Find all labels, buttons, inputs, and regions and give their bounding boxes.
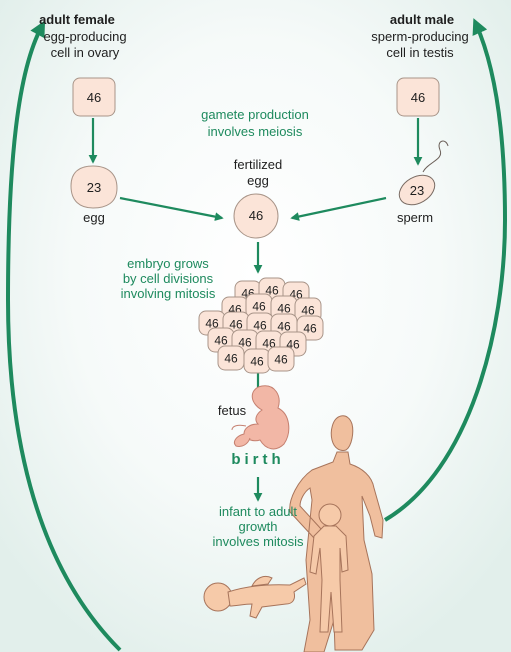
embryo-cell-value: 46 xyxy=(252,300,266,314)
male-title: adult male xyxy=(389,12,455,27)
fetus-label: fetus xyxy=(217,403,247,418)
embryo-cell-value: 46 xyxy=(250,355,264,369)
sperm-tail xyxy=(422,140,449,173)
infant-figure xyxy=(203,575,307,619)
embryo-line2: by cell divisions xyxy=(122,271,214,286)
embryo-cell-value: 46 xyxy=(229,318,243,332)
embryo-cell-value: 46 xyxy=(303,322,317,336)
sperm-value: 23 xyxy=(409,183,425,198)
female-desc-line2: cell in ovary xyxy=(50,45,120,60)
embryo-cell-value: 46 xyxy=(265,284,279,298)
egg-to-zygote-arrow xyxy=(119,196,224,221)
growth-line1: infant to adult xyxy=(218,504,298,519)
left-cycle-arrow xyxy=(5,20,122,652)
male-desc-line2: cell in testis xyxy=(386,45,454,60)
embryo-line3: involving mitosis xyxy=(120,286,216,301)
egg-label: egg xyxy=(83,210,105,225)
male-precursor-value: 46 xyxy=(410,90,426,105)
growth-line3: involves mitosis xyxy=(212,534,304,549)
female-precursor-cell xyxy=(72,77,116,117)
embryo-cell-value: 46 xyxy=(253,319,267,333)
embryo-cell-value: 46 xyxy=(205,317,219,331)
embryo-cell-value: 46 xyxy=(214,334,228,348)
zygote-label-line2: egg xyxy=(247,173,269,188)
child-figure xyxy=(309,503,349,633)
zygote-label-line1: fertilized xyxy=(233,157,283,172)
sperm-to-zygote-arrow xyxy=(290,196,387,221)
right-cycle-arrow xyxy=(383,18,508,522)
egg-cell xyxy=(70,165,118,209)
female-precursor-value: 46 xyxy=(86,90,102,105)
embryo-cell-value: 46 xyxy=(301,304,315,318)
growth-line2: growth xyxy=(238,519,278,534)
embryo-cell xyxy=(267,346,295,372)
sperm-label: sperm xyxy=(396,210,434,225)
female-desc-line1: egg-producing xyxy=(43,29,127,44)
egg-value: 23 xyxy=(86,180,102,195)
embryo-cell-value: 46 xyxy=(277,302,291,316)
zygote-value: 46 xyxy=(248,208,264,223)
meiosis-line2: involves meiosis xyxy=(207,124,303,139)
embryo-cell-value: 46 xyxy=(277,320,291,334)
embryo-cell-value: 46 xyxy=(238,336,252,350)
meiosis-line1: gamete production xyxy=(201,107,309,122)
zygote-cell xyxy=(233,193,279,239)
birth-label: birth xyxy=(231,451,285,468)
fetus-figure xyxy=(231,385,290,450)
female-title: adult female xyxy=(39,12,115,27)
male-desc-line1: sperm-producing xyxy=(371,29,469,44)
embryo-line1: embryo grows xyxy=(127,256,209,271)
sperm-head xyxy=(398,174,436,206)
embryo-cell-value: 46 xyxy=(224,352,238,366)
embryo-cell-value: 46 xyxy=(274,353,288,367)
male-precursor-cell xyxy=(396,77,440,117)
